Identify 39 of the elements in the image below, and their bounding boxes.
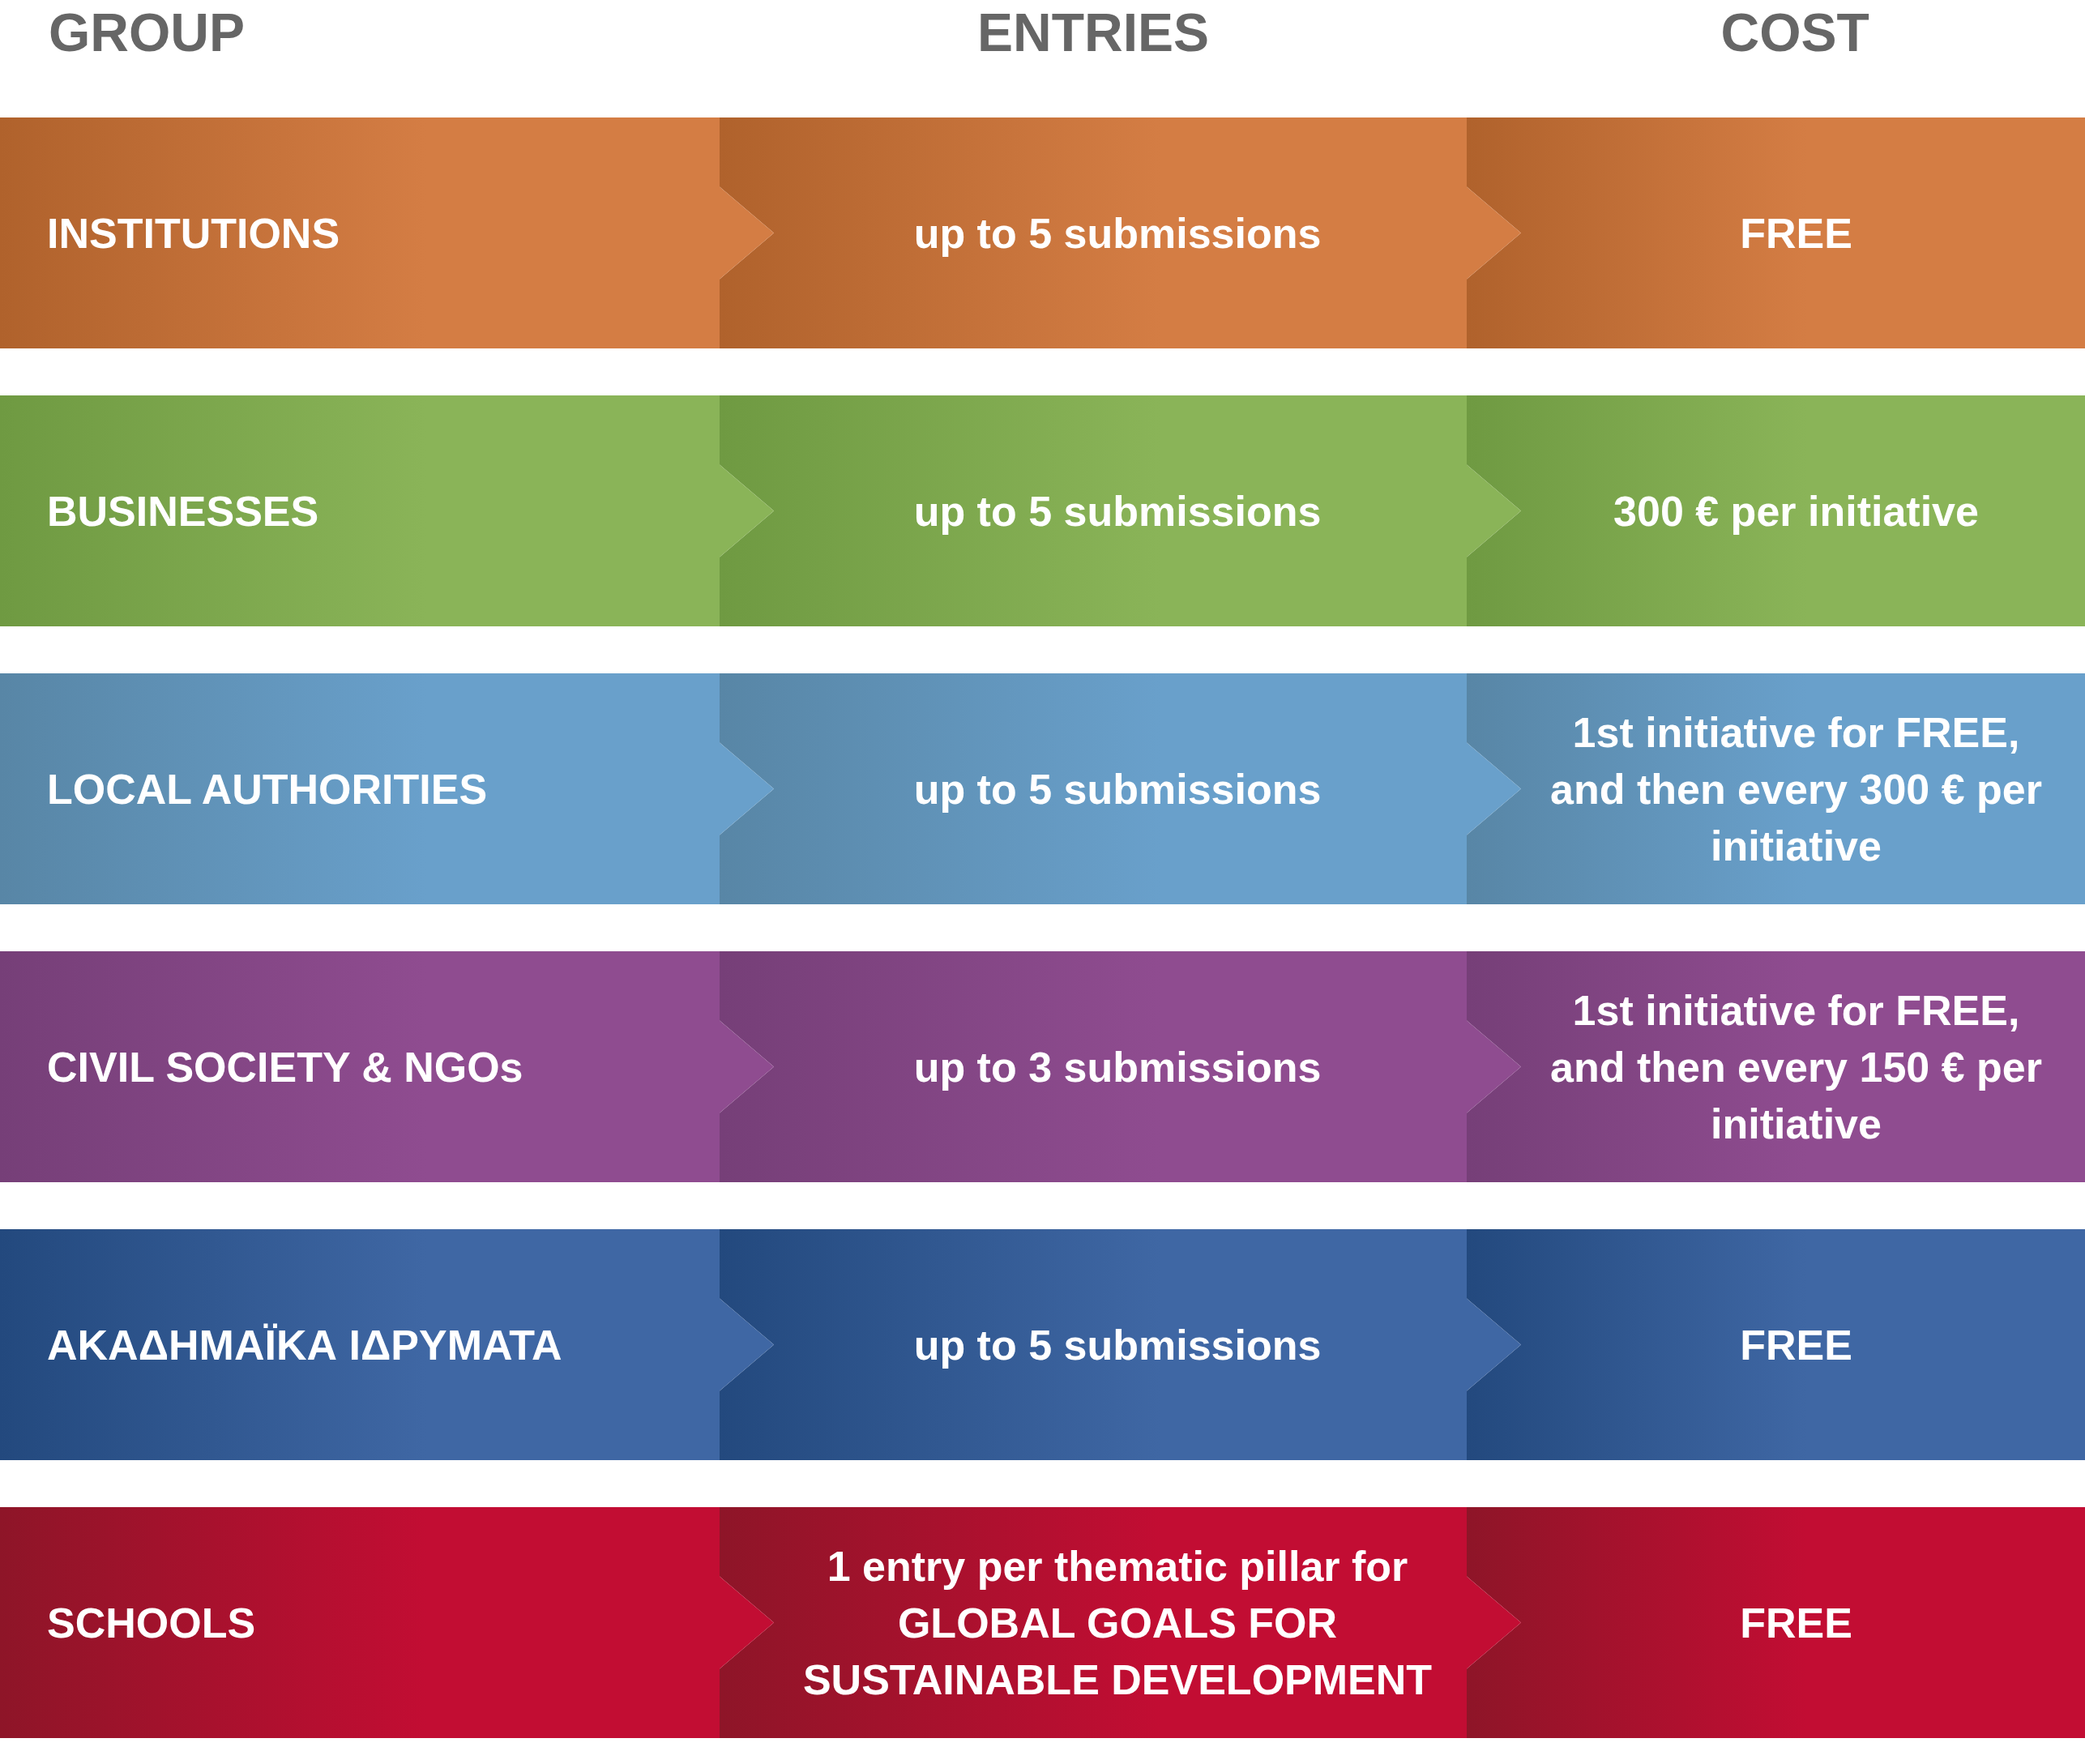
band-label: ΑΚΑΔΗΜΑΪΚΑ ΙΔΡΥΜΑΤΑ [47, 1320, 563, 1370]
arrow-band [720, 1507, 1521, 1738]
arrow-band [720, 395, 1521, 626]
arrow-band [0, 951, 774, 1182]
arrow-band [1467, 673, 2085, 904]
arrow-band [0, 117, 774, 348]
band-label: FREE [1739, 208, 1853, 258]
arrow-band [720, 117, 1521, 348]
arrow-band [1467, 1229, 2085, 1460]
arrow-band [1467, 395, 2085, 626]
band-label: INSTITUTIONS [47, 208, 341, 258]
band-label: up to 5 submissions [912, 764, 1322, 814]
band-label: FREE [1739, 1320, 1853, 1370]
band-label: 300 € per initiative [1613, 486, 1980, 536]
column-header: GROUP [49, 2, 246, 63]
band-label: LOCAL AUTHORITIES [47, 764, 489, 814]
band-label: 1st initiative for FREE, and then every 300 € per initiative [1549, 707, 2043, 871]
arrow-band [0, 673, 774, 904]
arrow-band [720, 673, 1521, 904]
band-label: 1st initiative for FREE, and then every 150 € per initiative [1549, 985, 2043, 1149]
band-label: up to 5 submissions [912, 208, 1322, 258]
band-label: FREE [1739, 1598, 1853, 1648]
arrow-band [0, 1507, 774, 1738]
band-label: up to 5 submissions [912, 486, 1322, 536]
band-label: up to 3 submissions [912, 1042, 1322, 1092]
arrow-band [720, 951, 1521, 1182]
arrow-band [720, 1229, 1521, 1460]
arrow-band [1467, 951, 2085, 1182]
band-label: up to 5 submissions [912, 1320, 1322, 1370]
arrow-band [0, 1229, 774, 1460]
band-label: CIVIL SOCIETY & NGOs [47, 1042, 524, 1092]
column-header: ENTRIES [977, 2, 1210, 63]
band-label: SCHOOLS [47, 1598, 257, 1648]
column-header: COST [1720, 2, 1869, 63]
arrow-band [1467, 1507, 2085, 1738]
band-label: BUSINESSES [47, 486, 320, 536]
arrow-band [1467, 117, 2085, 348]
arrow-band [0, 395, 774, 626]
band-label: 1 entry per thematic pillar for GLOBAL GOALS FOR SUSTAINABLE DEVELOPMENT [801, 1541, 1433, 1705]
